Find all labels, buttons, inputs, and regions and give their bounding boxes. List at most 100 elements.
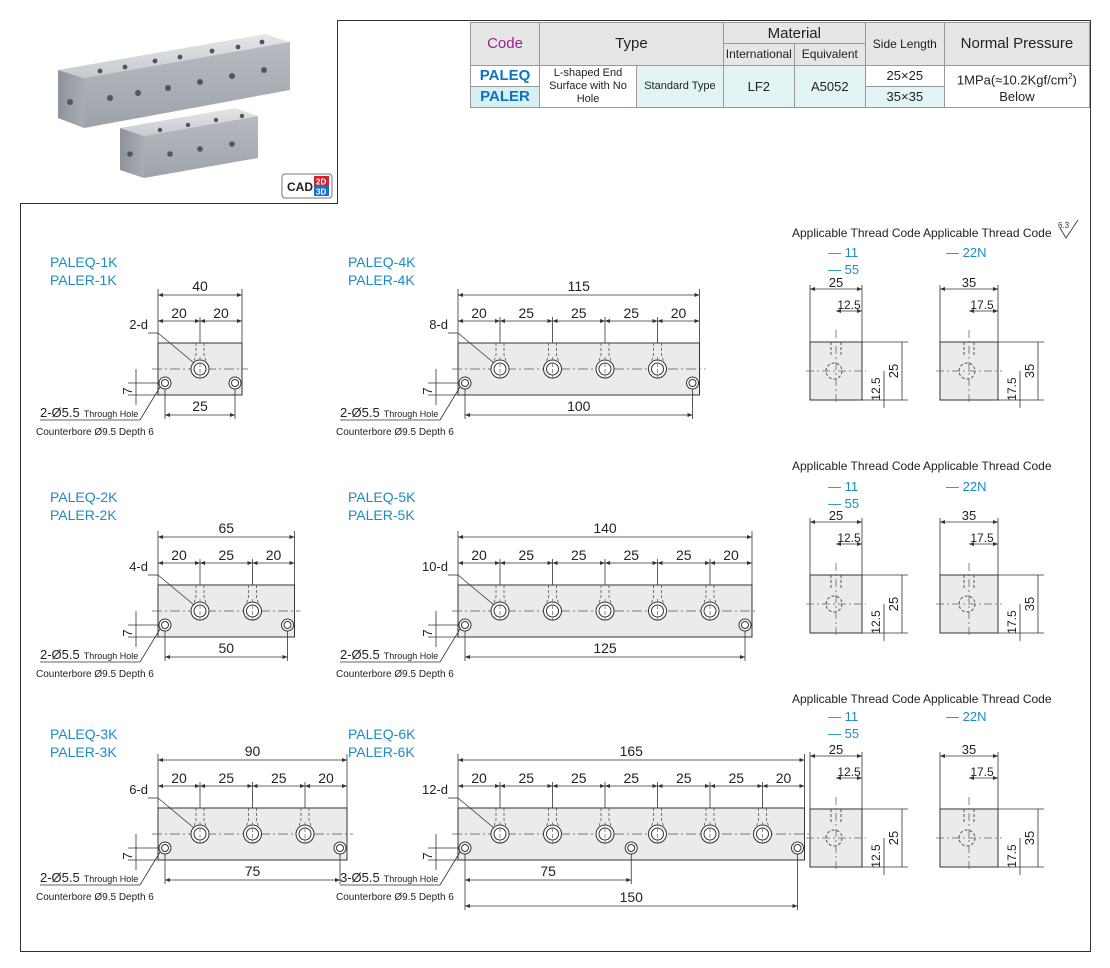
section-3-35-width-line-arrow-r — [993, 754, 998, 758]
section-1-35-half: 17.5 — [970, 298, 994, 312]
drawing-5-seg-line-3-arrow-r — [652, 561, 658, 565]
drawing-5-seg-line-1-arrow-l — [500, 561, 505, 565]
section-1-25-width-line-arrow-r — [857, 287, 862, 291]
drawing-5-hole-hidden-3 — [651, 585, 664, 604]
drawing-4-seg-dim-0: 20 — [471, 305, 487, 321]
drawing-3-seg-dim-0: 20 — [171, 770, 187, 786]
drawing-2-bolt-hole-1 — [281, 618, 294, 632]
drawing-2-side-dim: 7 — [120, 629, 135, 636]
model-paleq-5k: PALEQ-5K — [348, 489, 416, 505]
drawing-1-seg-line-1-arrow-l — [200, 319, 205, 323]
drawing-6-mid-dim-line-arrow-r — [626, 878, 632, 882]
section-1-25-height: 25 — [886, 364, 901, 378]
drawing-1-seg-dim-0: 20 — [171, 305, 187, 321]
drawing-4-bolt-label-main: 2-Ø5.5 — [340, 405, 380, 420]
section-1-35-half-line-arrow-l — [969, 309, 974, 313]
drawing-2-seg-dim-2: 20 — [266, 547, 282, 563]
section-3-25-width: 25 — [829, 742, 843, 757]
drawing-4-bolt-hole-inner-0 — [461, 379, 469, 387]
drawing-5-seg-line-5-arrow-l — [710, 561, 715, 565]
thread-codes-35-row2: — 22N — [946, 479, 987, 494]
drawing-4-seg-dim-1: 25 — [518, 305, 534, 321]
section-1-35-half-h: 17.5 — [1005, 377, 1019, 401]
drawing-1-counterbore-note: Counterbore Ø9.5 Depth 6 — [36, 427, 154, 438]
drawing-4-bolt-hole-1 — [686, 376, 699, 390]
section-3-35-half-h: 17.5 — [1005, 844, 1019, 868]
drawing-6-hole-hidden-1 — [546, 808, 559, 827]
spec-table: Code Type Material Side Length Normal Pr… — [470, 21, 1091, 109]
section-2-25-half-line-arrow-l — [836, 542, 841, 546]
outer-frame — [20, 20, 1091, 952]
drawing-6-mid-dim: 75 — [540, 863, 556, 879]
model-paleq-6k: PALEQ-6K — [348, 726, 416, 742]
drawing-4-bottom-dim: 100 — [567, 398, 591, 414]
drawing-2-total-dim-line-arrow-r — [289, 535, 295, 539]
drawing-4-hole-hidden-3 — [651, 343, 664, 362]
drawing-3-seg-line-0-arrow-l — [158, 784, 163, 788]
drawing-4-seg-dim-3: 25 — [623, 305, 639, 321]
drawing-5-seg-line-0-arrow-r — [495, 561, 500, 565]
section-2-35-half-line-arrow-r — [993, 542, 998, 546]
drawing-4-seg-line-0-arrow-l — [458, 319, 463, 323]
drawing-5-seg-line-5-arrow-r — [747, 561, 752, 565]
drawing-5-seg-dim-0: 20 — [471, 547, 487, 563]
pressure-line1: 1MPa(≈10.2Kgf/cm — [956, 71, 1069, 87]
section-2-25-half-h: 12.5 — [869, 610, 883, 634]
drawing-5-seg-line-0-arrow-l — [458, 561, 463, 565]
model-paler-5k: PALER-5K — [348, 507, 415, 523]
section-3-25-width-line-arrow-r — [857, 754, 862, 758]
cad-3d-badge: 3D — [316, 188, 326, 197]
model-label-5k: PALEQ-5K PALER-5K — [348, 488, 415, 524]
drawing-1-bolt-hole-0 — [158, 376, 172, 390]
section-2-35-half: 17.5 — [970, 531, 994, 545]
drawing-5-hole-hidden-1 — [546, 585, 559, 604]
drawing-5-seg-dim-3: 25 — [623, 547, 639, 563]
section-1-25-width: 25 — [829, 275, 843, 290]
model-paler-3k: PALER-3K — [50, 744, 117, 760]
section-3-35-half: 17.5 — [970, 765, 994, 779]
drawing-6-seg-line-3-arrow-r — [652, 784, 658, 788]
type-description: L-shaped End Surface with No Hole — [539, 64, 637, 108]
drawing-3-seg-dim-3: 20 — [318, 770, 334, 786]
drawing-2-holes-leader — [157, 574, 195, 606]
drawing-4-bolt-hole-inner-1 — [688, 379, 697, 387]
cad-text: CAD — [287, 180, 313, 194]
drawing-3-seg-line-0-arrow-r — [195, 784, 200, 788]
section-3-25-half-line-arrow-r — [857, 776, 862, 780]
model-paleq-4k: PALEQ-4K — [348, 254, 416, 270]
section-3-35-half-line-arrow-l — [969, 776, 974, 780]
drawing-3-holes-leader — [157, 797, 195, 829]
section-2-35-width-line-arrow-r — [993, 520, 998, 524]
drawing-4-total-dim: 115 — [568, 278, 591, 294]
drawing-6-seg-dim-0: 20 — [471, 770, 487, 786]
drawing-6-seg-line-1-arrow-r — [547, 784, 553, 788]
drawing-4-counterbore-note: Counterbore Ø9.5 Depth 6 — [336, 427, 454, 438]
drawing-2-seg-line-2-arrow-r — [289, 561, 295, 565]
drawing-6-hole-hidden-3 — [651, 808, 664, 827]
drawing-6-seg-line-6-arrow-r — [799, 784, 805, 788]
drawing-5-hole-hidden-2 — [598, 585, 612, 604]
applicable-label-1b: Applicable Thread Code — [923, 226, 1052, 240]
drawing-4-bolt-leader — [439, 386, 461, 421]
section-2-35-half-h: 17.5 — [1005, 610, 1019, 634]
drawing-6-seg-line-1-arrow-l — [500, 784, 505, 788]
drawing-5-side-dim: 7 — [420, 629, 435, 636]
drawing-2-seg-line-0-arrow-r — [195, 561, 200, 565]
thread-codes-25-row3: — 11— 55 — [828, 709, 860, 741]
applicable-label-2b: Applicable Thread Code — [923, 459, 1052, 473]
drawing-1-hole-hidden-0 — [193, 343, 207, 362]
drawing-3-bolt-label-main: 2-Ø5.5 — [40, 870, 80, 885]
drawing-3-seg-dim-1: 25 — [218, 770, 234, 786]
drawing-4-seg-line-1-arrow-l — [500, 319, 505, 323]
drawing-1-bolt-hole-inner-0 — [161, 379, 169, 387]
drawing-6-seg-line-0-arrow-l — [458, 784, 463, 788]
code-paleq: PALEQ — [470, 64, 540, 87]
drawing-4-total-dim-line-arrow-r — [694, 293, 700, 297]
drawing-5-total-dim-line-arrow-l — [458, 535, 463, 539]
drawing-4-seg-dim-4: 20 — [671, 305, 687, 321]
drawing-4-holes-leader — [457, 332, 495, 364]
normal-pressure-header: Normal Pressure — [943, 22, 1091, 66]
drawing-5-seg-line-3-arrow-l — [605, 561, 610, 565]
drawing-6-seg-line-5-arrow-l — [710, 784, 715, 788]
